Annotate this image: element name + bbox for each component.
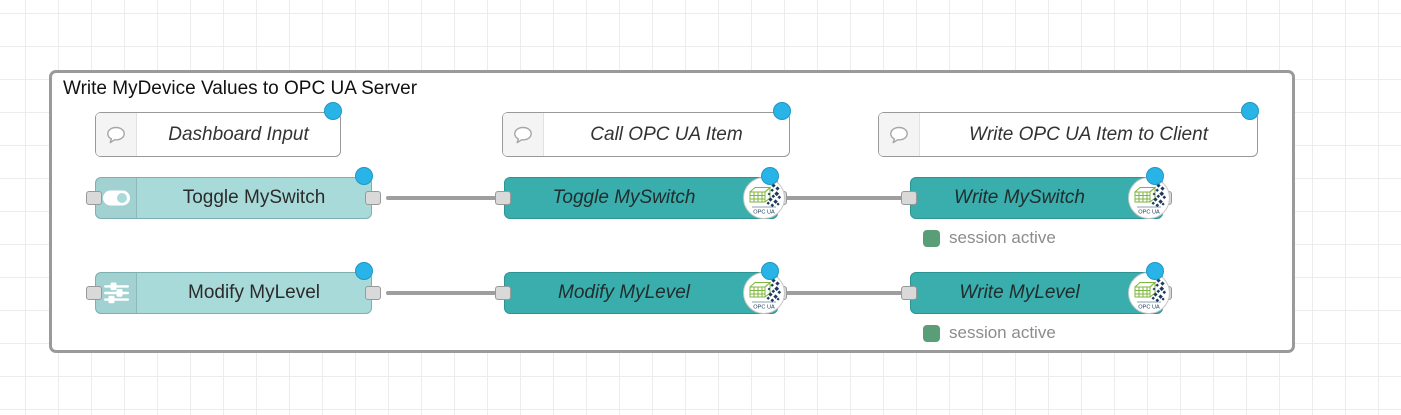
node-status-write-myswitch: session active bbox=[923, 228, 1056, 248]
comment-bubble-icon bbox=[879, 113, 920, 156]
changed-indicator-dot bbox=[355, 167, 373, 185]
comment-bubble-icon bbox=[503, 113, 544, 156]
wire-call-to-write-switch[interactable] bbox=[784, 196, 906, 200]
node-label: Write MyLevel bbox=[959, 282, 1080, 303]
wire-modify-to-call[interactable] bbox=[386, 291, 498, 295]
toggle-on-icon bbox=[96, 178, 137, 218]
node-write-myswitch[interactable]: Write MySwitch bbox=[901, 167, 1172, 219]
node-call-toggle-myswitch[interactable]: Toggle MySwitch bbox=[495, 167, 787, 219]
input-port[interactable] bbox=[86, 286, 102, 300]
node-status-write-mylevel: session active bbox=[923, 323, 1056, 343]
input-port[interactable] bbox=[901, 191, 917, 205]
node-label: Write MySwitch bbox=[954, 187, 1085, 208]
node-label: Toggle MySwitch bbox=[182, 187, 326, 208]
node-label: Modify MyLevel bbox=[188, 282, 320, 303]
changed-indicator-dot bbox=[324, 102, 342, 120]
input-port[interactable] bbox=[495, 191, 511, 205]
status-text: session active bbox=[949, 228, 1056, 247]
changed-indicator-dot bbox=[761, 262, 779, 280]
input-port[interactable] bbox=[86, 191, 102, 205]
comment-node-dashboard-input[interactable]: Dashboard Input bbox=[95, 102, 342, 157]
status-text: session active bbox=[949, 323, 1056, 342]
input-port[interactable] bbox=[901, 286, 917, 300]
status-green-square-icon bbox=[923, 229, 940, 247]
sliders-icon bbox=[96, 273, 137, 313]
comment-label: Write OPC UA Item to Client bbox=[969, 123, 1208, 145]
changed-indicator-dot bbox=[1241, 102, 1259, 120]
status-green-square-icon bbox=[923, 324, 940, 342]
changed-indicator-dot bbox=[773, 102, 791, 120]
node-call-modify-mylevel[interactable]: Modify MyLevel bbox=[495, 262, 787, 314]
changed-indicator-dot bbox=[761, 167, 779, 185]
changed-indicator-dot bbox=[1146, 167, 1164, 185]
input-port[interactable] bbox=[495, 286, 511, 300]
wire-toggle-to-call[interactable] bbox=[386, 196, 498, 200]
changed-indicator-dot bbox=[355, 262, 373, 280]
node-modify-mylevel-dashboard[interactable]: Modify MyLevel bbox=[86, 262, 381, 314]
node-toggle-myswitch-dashboard[interactable]: Toggle MySwitch bbox=[86, 167, 381, 219]
wire-call-to-write-level[interactable] bbox=[784, 291, 906, 295]
comment-label: Call OPC UA Item bbox=[590, 123, 743, 145]
output-port[interactable] bbox=[365, 286, 381, 300]
comment-node-write-opcua-item[interactable]: Write OPC UA Item to Client bbox=[878, 102, 1259, 157]
node-label: Modify MyLevel bbox=[558, 282, 690, 303]
node-write-mylevel[interactable]: Write MyLevel bbox=[901, 262, 1172, 314]
comment-node-call-opcua-item[interactable]: Call OPC UA Item bbox=[502, 102, 791, 157]
node-label: Toggle MySwitch bbox=[552, 187, 696, 208]
comment-label: Dashboard Input bbox=[168, 123, 309, 145]
comment-bubble-icon bbox=[96, 113, 137, 156]
changed-indicator-dot bbox=[1146, 262, 1164, 280]
group-title: Write MyDevice Values to OPC UA Server bbox=[63, 78, 418, 99]
output-port[interactable] bbox=[365, 191, 381, 205]
